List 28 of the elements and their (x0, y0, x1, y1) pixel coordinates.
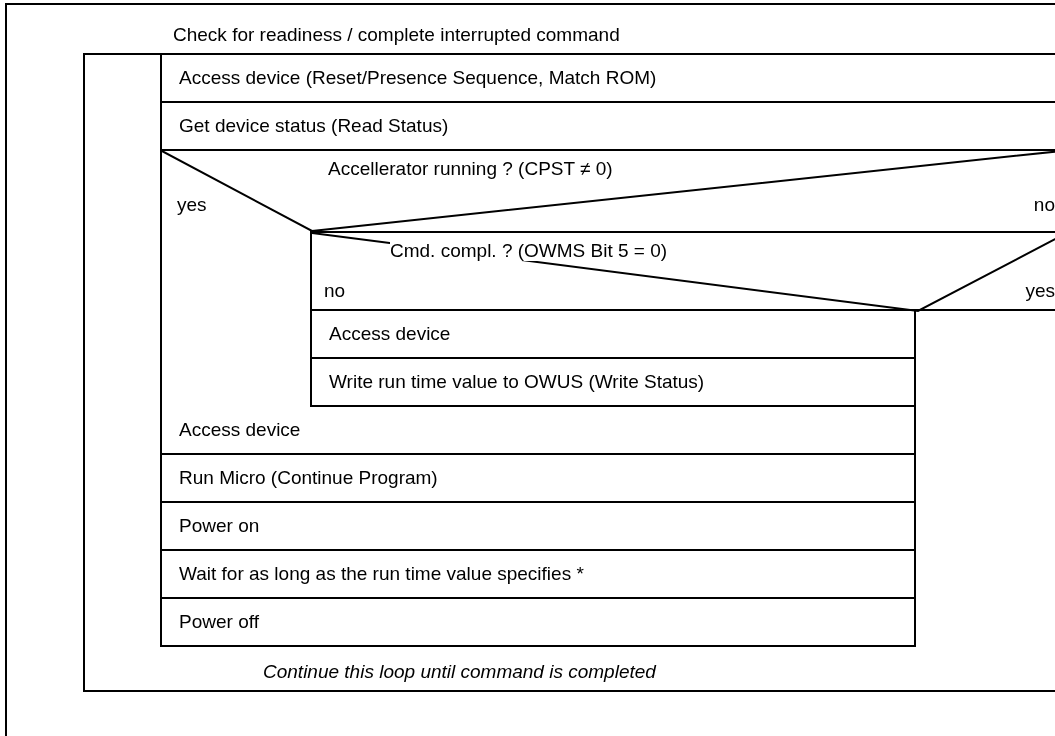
step-text: Write run time value to OWUS (Write Status) (329, 369, 705, 394)
process-step (160, 503, 916, 551)
block-heading: Check for readiness / complete interrupted command (173, 24, 620, 45)
outer-block (5, 3, 1055, 736)
process-step (310, 359, 916, 407)
step-text: Access device (179, 417, 301, 442)
step-text: Wait for as long as the run time value specifies * (179, 561, 584, 586)
loop-condition: Continue this loop until command is completed (263, 661, 656, 682)
branch-label: yes (177, 194, 207, 215)
step-text: Get device status (Read Status) (179, 113, 449, 138)
step-text: Power on (179, 513, 260, 538)
process-step (160, 103, 1055, 151)
process-step (160, 407, 916, 455)
process-step (310, 311, 916, 359)
process-step (160, 551, 916, 599)
step-text: Access device (329, 321, 451, 346)
process-step (160, 455, 916, 503)
step-text: Power off (179, 609, 259, 634)
step-text: Access device (Reset/Presence Sequence, Match ROM) (179, 65, 657, 90)
step-text: Run Micro (Continue Program) (179, 465, 438, 490)
condition-text: Accellerator running ? (CPST ≠ 0) (328, 158, 613, 179)
branch-label: yes (1025, 280, 1055, 301)
process-step (160, 599, 916, 647)
branch-label: no (1033, 194, 1055, 215)
loop-block (83, 53, 1055, 692)
branch-label: no (324, 280, 346, 301)
process-step (160, 55, 1055, 103)
condition-text: Cmd. compl. ? (OWMS Bit 5 = 0) (390, 240, 668, 261)
